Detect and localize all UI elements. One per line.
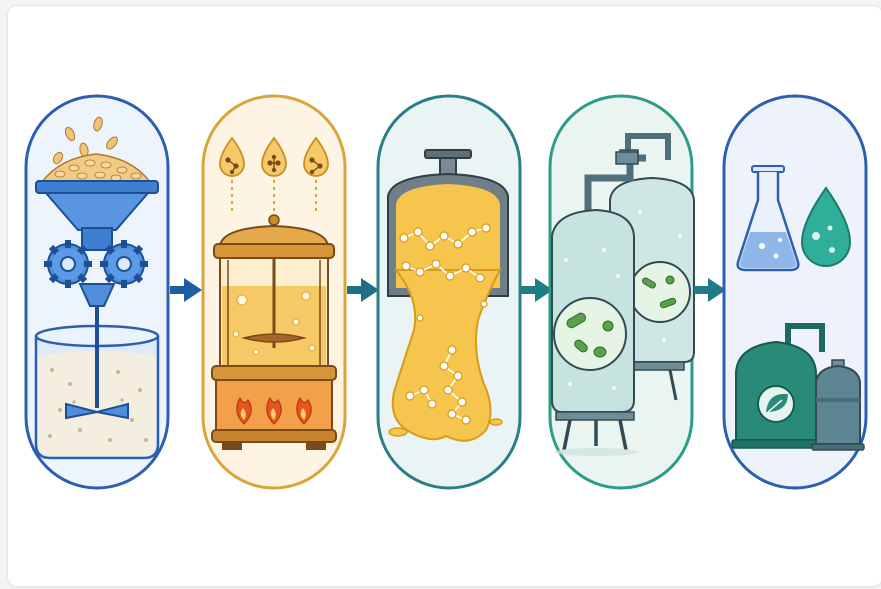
bioproducts-icon	[731, 165, 865, 451]
heated-hydrolysis-reactor-icon	[211, 136, 337, 450]
arrow-right-icon	[694, 278, 726, 302]
arrow-right-icon	[170, 278, 202, 302]
stage-5-products	[722, 94, 868, 490]
fermentation-tanks-icon	[551, 133, 695, 456]
stage-3-syrup	[376, 94, 522, 490]
stage-2-hydrolysis	[201, 94, 347, 490]
stage-1-milling	[24, 94, 170, 490]
arrow-right-icon	[347, 278, 379, 302]
viscous-sugar-syrup-icon	[387, 149, 509, 442]
droplet-icon	[800, 186, 852, 267]
arrow-right-icon	[521, 278, 553, 302]
grain-mill-icon	[34, 116, 160, 460]
flask-icon	[736, 165, 800, 272]
leaf-icon	[766, 393, 788, 412]
stage-4-fermentation	[548, 94, 695, 490]
